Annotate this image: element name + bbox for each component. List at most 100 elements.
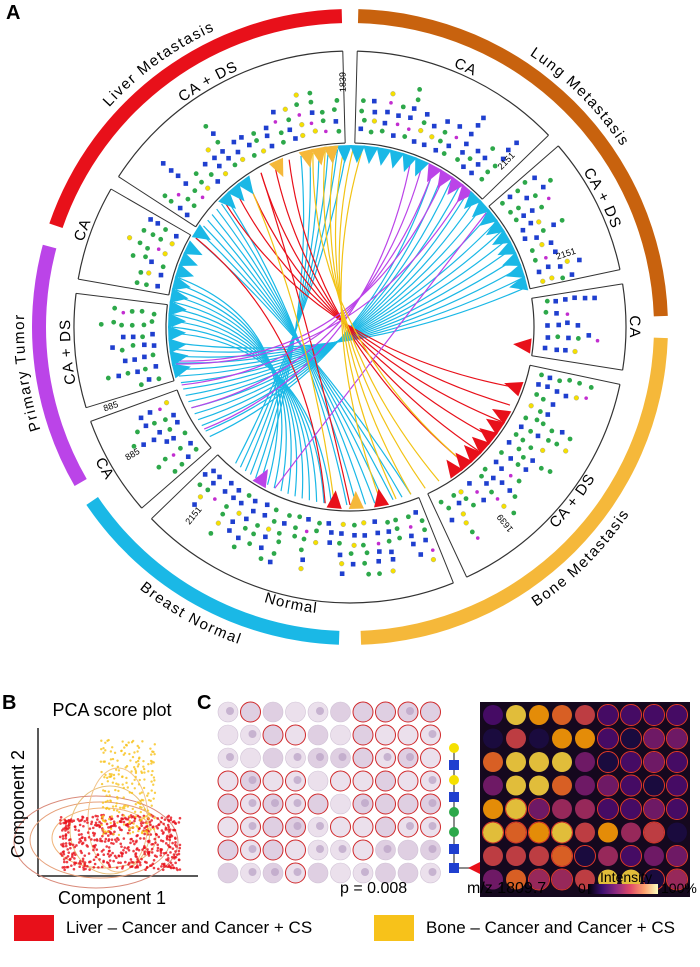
arrow-normal-right-0 [463,190,482,210]
chord-link-34 [260,155,305,482]
arrow-primary-bottom [252,469,268,489]
mz-label-5: 885 [102,399,119,413]
arrow-normal-top-5 [389,149,405,169]
chord-link-46 [195,237,326,504]
panel-a-label: A [6,2,21,24]
arrow-normal-left-9 [178,251,198,266]
pca-title: PCA score plot [52,700,171,720]
outer-arc-liver [49,9,343,229]
segment-label-8: CA [71,216,95,243]
arrow-normal-left2-0 [218,190,237,210]
segment-inner-line-0 [195,142,346,228]
arrow-normal-left-0 [171,363,191,379]
chord-link-57 [338,148,397,500]
legend: Liver – Cancer and Cancer + CS Bone – Ca… [0,915,700,955]
chord-arrowheads [168,145,532,509]
segment-outer-line-3 [622,283,627,371]
glycan-structures [98,87,600,577]
arrow-liver-right-4 [463,444,482,464]
arrow-bone-top-2 [323,145,339,164]
segment-label-3: CA [626,315,643,338]
arrow-normal-left-8 [174,263,195,279]
arrow-normal-right-2 [479,209,498,227]
arrow-normal-top-7 [415,157,430,177]
arrow-liver-c [374,488,390,508]
arrow-liver-b [504,382,524,397]
arrow-normal-top-1 [336,145,352,164]
mz-value: m/z 1809.7 [467,880,547,897]
arrow-normal-left-4 [168,313,187,329]
arrow-normal-right-1 [471,199,491,218]
panel-b-label: B [2,692,17,714]
mz-label-6: 885 [123,446,141,462]
chord-link-48 [203,159,412,430]
chord-link-35 [255,153,311,479]
chord-link-52 [274,212,487,489]
outer-label-lung: Lung Metastasis [527,44,633,150]
segment-outer-line-4 [466,384,621,578]
msi-intensity-image [480,702,690,897]
arrow-liver-right-6 [446,459,464,479]
arrow-primary-0 [426,162,443,183]
panel-c-label: C [197,692,212,714]
legend-item-bone: Bone – Cancer and Cancer + CS [374,915,675,941]
outer-label-bone: Bone Metastasis [529,506,633,610]
arrow-bone-left [269,157,284,178]
segment-outer-line-5 [151,518,454,604]
legend-swatch-liver [14,915,54,941]
segment-inner-line-5 [217,454,420,512]
chord-link-53 [175,190,465,365]
chord-link-47 [260,172,351,506]
chord-link-51 [175,175,445,362]
segment-outer-line-7 [73,293,87,408]
arrow-normal-left-7 [171,275,191,291]
colorbar-max: 100% [661,880,697,896]
chord-link-50 [181,169,435,386]
arrow-normal-left-5 [168,300,187,316]
pca-ylabel: Component 2 [8,750,28,858]
outer-arc-normal [86,496,340,645]
legend-item-liver: Liver – Cancer and Cancer + CS [14,915,312,941]
mz-label-3: 1639 [495,512,515,534]
chord-link-59 [247,180,336,505]
inner-segment-ring [73,50,627,604]
arrow-normal-top-4 [376,146,392,166]
mz-label-4: 2151 [183,505,203,527]
arrow-primary-1 [437,169,454,189]
outer-arc-bone [360,337,668,645]
pca-ellipse-3 [13,795,179,889]
chord-link-55 [329,149,426,489]
chord-link-54 [323,150,440,482]
segment-inner-line-4 [427,365,531,495]
arrow-liver-a [513,338,532,354]
chord-link-58 [340,149,382,503]
arrow-liver-d [326,490,342,509]
tissue-microarray-he [217,701,441,884]
segment-outer-line-1 [357,50,549,136]
arrow-bone-bottom [348,490,364,509]
outer-label-liver: Liver Metastasis [100,18,218,110]
segment-label-5: Normal [263,589,319,617]
pca-xlabel: Component 1 [58,888,166,908]
outer-arc-primary [32,244,87,486]
arrow-normal-left-6 [169,287,189,303]
arrow-normal-left2-1 [227,182,245,202]
chord-link-49 [191,164,423,409]
arrow-normal-left-3 [168,325,187,341]
segment-inner-line-6 [176,389,212,449]
arrow-normal-top-2 [350,145,366,164]
segment-outer-line-2 [557,145,621,270]
segment-inner-line-7 [165,304,175,381]
chord-links [171,148,525,506]
arrow-normal-left-x [191,224,211,241]
arrow-normal-right-5 [497,240,517,256]
arrow-liver-right-5 [455,452,473,472]
outer-arc-lung [357,9,668,317]
segment-label-6: CA [92,455,118,483]
arrow-normal-right-7 [505,263,526,279]
segment-label-1: CA [452,55,480,80]
arrow-liver-right-1 [485,418,506,436]
arrow-normal-left-10 [183,240,203,256]
